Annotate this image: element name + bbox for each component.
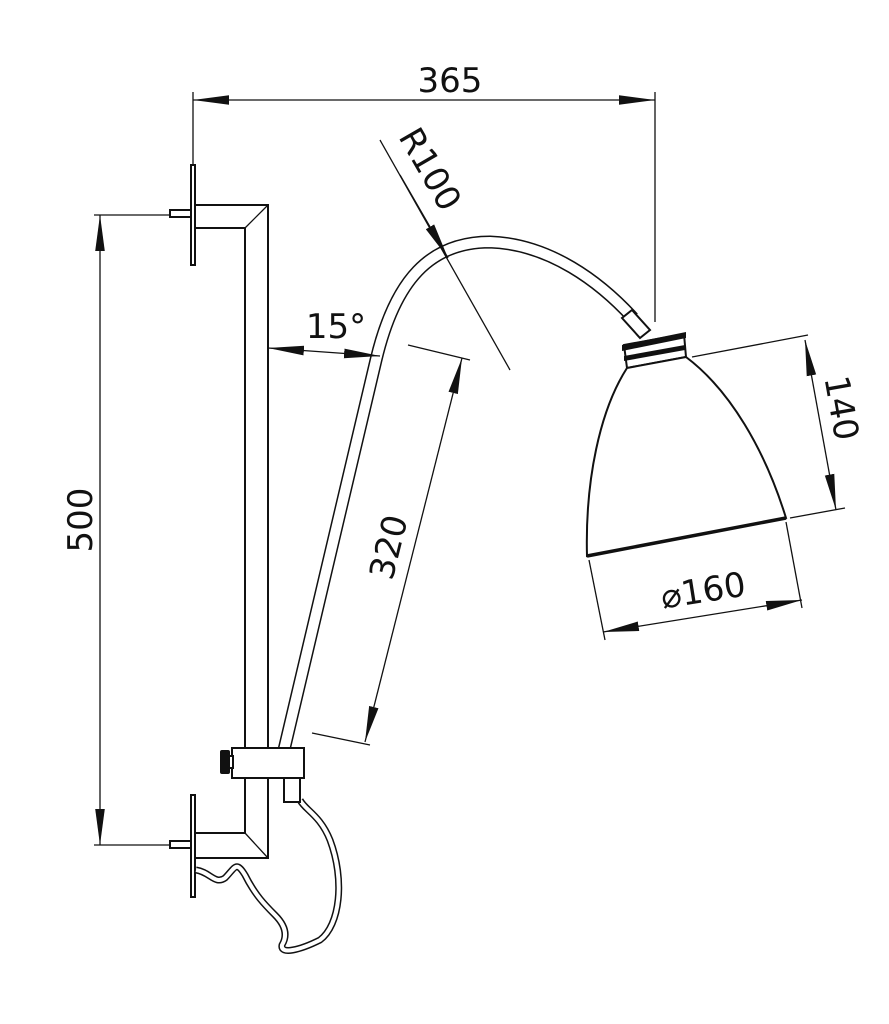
cord-socket [283, 777, 301, 803]
dimension-mount-height: 500 [61, 214, 172, 846]
power-cord [195, 798, 343, 954]
top-bolt-icon [169, 209, 192, 218]
dimension-width: 365 [192, 61, 656, 322]
dimension-radius-label: R100 [390, 121, 469, 218]
clamp-knob-icon [220, 750, 230, 774]
dimension-angle: 15° [267, 307, 381, 359]
lamp-shade [585, 308, 788, 558]
lamp-arm [277, 235, 638, 803]
arm-clamp [220, 747, 305, 779]
wall-mount [169, 164, 269, 898]
dimension-shade-diameter-label: ⌀160 [658, 565, 749, 618]
dimension-mount-height-label: 500 [61, 488, 101, 553]
dimension-angle-label: 15° [306, 307, 366, 347]
bottom-bolt-icon [169, 840, 192, 849]
dimension-width-label: 365 [418, 61, 483, 101]
dimension-shade-height-label: 140 [816, 373, 867, 444]
